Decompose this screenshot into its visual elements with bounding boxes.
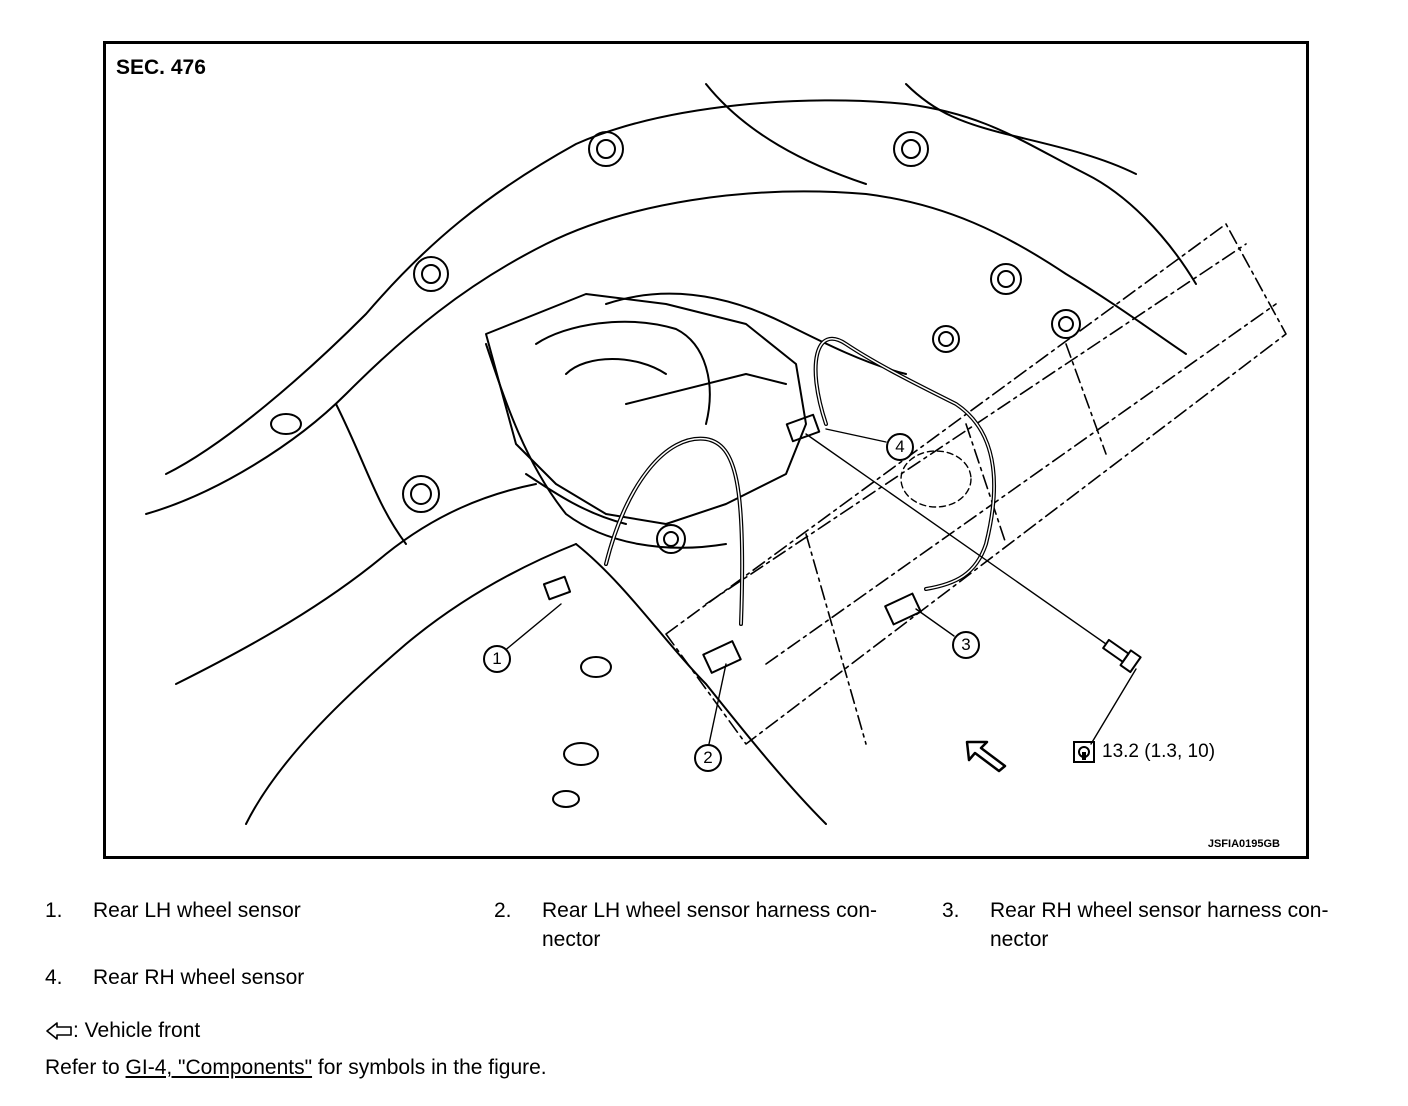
reference-prefix: Refer to xyxy=(45,1056,126,1079)
callout-2: 2 xyxy=(694,744,722,772)
legend-item-4: 4. Rear RH wheel sensor xyxy=(45,963,465,993)
legend-item-3: 3. Rear RH wheel sensor harness con- nec… xyxy=(942,896,1382,956)
torque-spec: 13.2 (1.3, 10) xyxy=(1073,741,1215,763)
tightening-torque-icon xyxy=(1073,741,1095,763)
legend-text: Rear RH wheel sensor xyxy=(93,966,305,989)
components-link[interactable]: GI-4, "Components" xyxy=(125,1056,313,1079)
vehicle-front-label: : Vehicle front xyxy=(73,1019,201,1042)
reference-suffix: for symbols in the figure. xyxy=(312,1056,547,1079)
callout-3: 3 xyxy=(952,631,980,659)
torque-value: 13.2 (1.3, 10) xyxy=(1102,741,1216,762)
legend-item-1: 1. Rear LH wheel sensor xyxy=(45,896,465,926)
section-label: SEC. 476 xyxy=(116,56,206,79)
legend-text: Rear RH wheel sensor harness con- nector xyxy=(990,899,1329,951)
rear-suspension-illustration xyxy=(145,83,1287,825)
figure-code: JSFIA0195GB xyxy=(1207,838,1280,850)
legend-number: 3. xyxy=(942,899,960,922)
reference-note: Refer to GI-4, "Components" for symbols … xyxy=(45,1056,547,1080)
vehicle-front-note: : Vehicle front xyxy=(45,1019,200,1043)
front-arrow-icon xyxy=(46,1022,72,1040)
legend-number: 1. xyxy=(45,899,63,922)
legend-item-2: 2. Rear LH wheel sensor harness con- nec… xyxy=(494,896,924,956)
vehicle-front-arrow-icon xyxy=(965,740,1007,773)
legend-number: 2. xyxy=(494,899,512,922)
callout-4: 4 xyxy=(886,433,914,461)
callout-1: 1 xyxy=(483,645,511,673)
illustration-frame: 1 2 3 4 SEC. 476 13.2 (1.3, 10) JSFIA019… xyxy=(103,41,1309,859)
legend-number: 4. xyxy=(45,966,63,989)
legend-text: Rear LH wheel sensor harness con- nector xyxy=(542,899,877,951)
legend-text: Rear LH wheel sensor xyxy=(93,899,301,922)
